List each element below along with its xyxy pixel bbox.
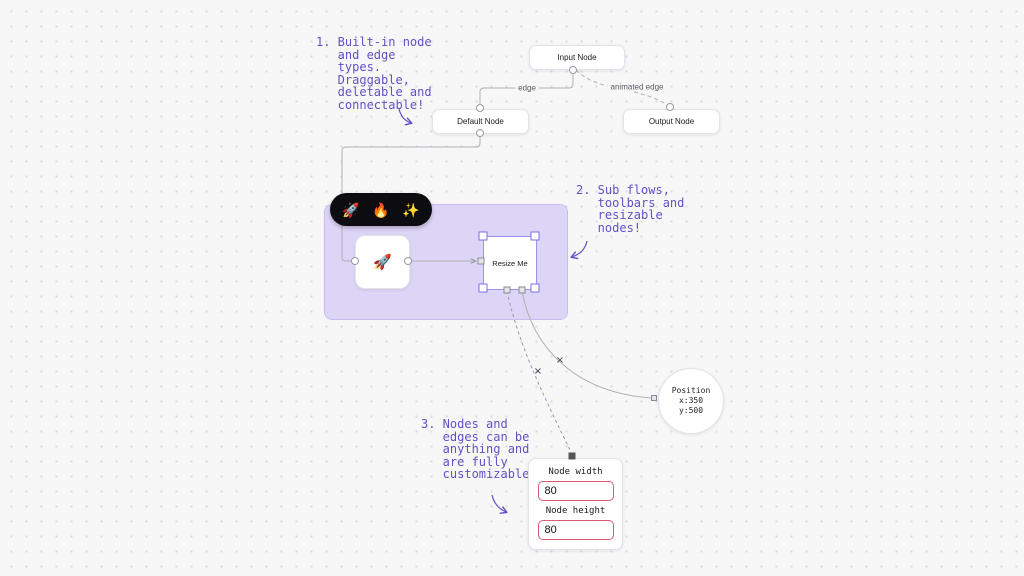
sparkles-emoji-button[interactable]: ✨ [402,201,420,218]
annotation-1-arrow [398,108,413,126]
annotation-built-in-nodes: 1. Built-in node and edge types. Draggab… [316,35,432,112]
input-node-label: Input Node [557,53,597,62]
edge-label[interactable]: edge [515,83,539,93]
node-height-input[interactable] [537,520,614,540]
output-node-target-handle[interactable] [666,103,674,111]
resize-me-label: Resize Me [492,258,528,268]
rocket-node-source-handle[interactable] [404,257,412,265]
edge-default-to-rocket[interactable] [341,133,481,262]
resize-handle-bottom-left[interactable] [478,283,488,293]
form-node[interactable]: Node width Node height [528,458,623,550]
resize-node-source-handle-right[interactable] [518,286,526,294]
position-node-target-handle[interactable] [651,395,657,401]
position-node-title: Position [671,386,711,395]
edge-input-to-output-animated[interactable] [575,69,667,105]
default-node-label: Default Node [457,117,504,126]
rocket-emoji-button[interactable]: 🚀 [342,201,360,218]
rocket-emoji: 🚀 [373,254,392,271]
resize-handle-top-right[interactable] [530,231,540,241]
input-node-source-handle[interactable] [569,66,577,74]
position-node-x: x:350 [678,396,704,405]
edge-resize-to-form[interactable] [506,290,572,453]
rocket-node-target-handle[interactable] [351,257,359,265]
resize-node-target-handle[interactable] [477,257,485,265]
default-node-target-handle[interactable] [476,104,484,112]
annotation-customizable: 3. Nodes and edges can be anything and a… [421,417,537,481]
edge-resize-to-position[interactable] [521,290,652,399]
output-node[interactable]: Output Node [623,109,720,134]
input-node[interactable]: Input Node [529,45,625,70]
default-node-source-handle[interactable] [476,129,484,137]
position-node-y: y:500 [678,406,704,415]
edge-midpoint-marker[interactable]: × [555,355,565,366]
form-node-target-handle[interactable] [568,452,576,460]
resize-node-source-handle-left[interactable] [503,286,511,294]
position-node[interactable]: Position x:350 y:500 [658,368,724,434]
edge-midpoint-marker[interactable]: × [533,366,543,377]
animated-edge-label[interactable]: animated edge [607,82,667,92]
annotation-3-arrow [491,494,508,514]
rocket-node[interactable]: 🚀 [355,235,410,289]
node-width-input[interactable] [537,481,614,501]
node-height-label: Node height [545,506,606,516]
annotation-2-arrow [570,240,588,260]
fire-emoji-button[interactable]: 🔥 [372,201,390,218]
node-width-label: Node width [548,467,603,477]
resize-handle-top-left[interactable] [478,231,488,241]
annotation-subflows: 2. Sub flows, toolbars and resizable nod… [576,183,685,235]
output-node-label: Output Node [648,117,695,126]
node-toolbar: 🚀 🔥 ✨ [330,193,432,226]
resize-me-node[interactable]: Resize Me [483,236,537,290]
resize-handle-bottom-right[interactable] [530,283,540,293]
